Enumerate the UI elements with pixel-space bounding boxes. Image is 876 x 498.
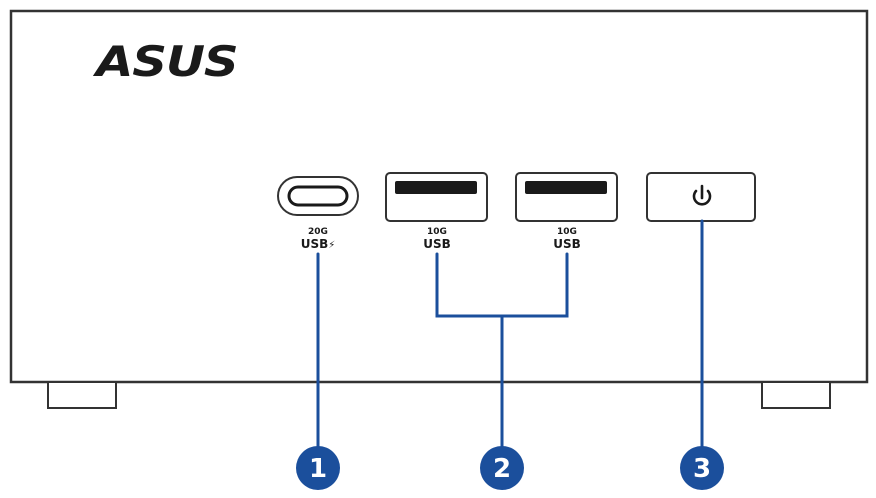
- usb-c-type-label: USB⚡: [301, 237, 336, 251]
- bolt-icon: ⚡: [328, 240, 335, 251]
- callout-3: 3: [680, 446, 724, 490]
- callout-3-number: 3: [693, 454, 711, 484]
- left-foot: [47, 381, 117, 409]
- usb-a-2-speed-label: 10G: [557, 227, 577, 237]
- usb-a-port-2: [515, 172, 618, 222]
- usb-a-1-speed-label: 10G: [427, 227, 447, 237]
- usb-a-port-1: [385, 172, 488, 222]
- usb-c-port: [277, 176, 359, 216]
- power-icon: [692, 184, 712, 206]
- right-foot: [761, 381, 831, 409]
- callout-1: 1: [296, 446, 340, 490]
- callout-2-number: 2: [493, 454, 511, 484]
- callout-2: 2: [480, 446, 524, 490]
- usb-a-1-type-label: USB: [423, 237, 451, 251]
- callout-1-number: 1: [309, 454, 327, 484]
- asus-logo: ASUS: [93, 37, 238, 86]
- leader-lines: [316, 219, 704, 448]
- power-button: [646, 172, 756, 222]
- usb-a-2-type-label: USB: [553, 237, 581, 251]
- usb-c-speed-label: 20G: [308, 227, 328, 237]
